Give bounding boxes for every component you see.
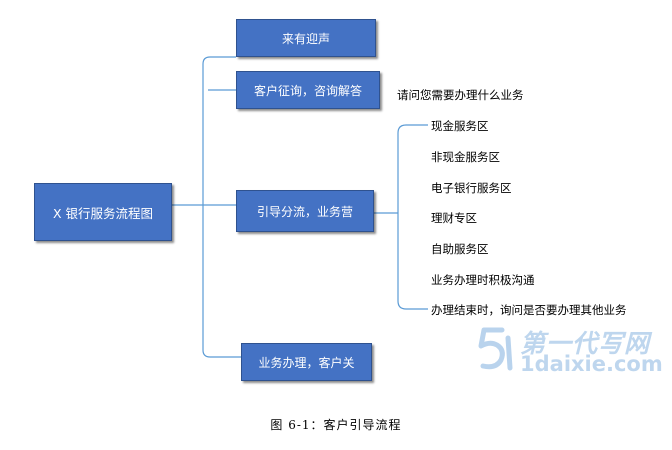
leaf-item: 理财专区 bbox=[431, 211, 477, 225]
watermark-logo-icon bbox=[478, 327, 513, 371]
branch-node-label: 业务办理，客户关 bbox=[258, 355, 355, 370]
figure-caption: 图 6-1：客户引导流程 bbox=[270, 418, 402, 432]
root-node: X 银行服务流程图 bbox=[34, 183, 172, 241]
watermark-url: 1daixie.com bbox=[520, 352, 663, 376]
leaf-item: 自助服务区 bbox=[431, 242, 489, 256]
consultation-note: 请问您需要办理什么业务 bbox=[397, 88, 524, 102]
leaf-item: 非现金服务区 bbox=[431, 150, 500, 164]
connector-root-branches bbox=[172, 56, 241, 358]
connector-branch-leaves bbox=[374, 124, 428, 310]
branch-node-consultation: 客户征询，咨询解答 bbox=[236, 71, 380, 109]
branch-node-welcome: 来有迎声 bbox=[236, 19, 376, 57]
leaf-item: 办理结束时，询问是否要办理其他业务 bbox=[431, 303, 627, 317]
branch-node-guidance: 引导分流，业务营 bbox=[236, 190, 374, 232]
branch-node-label: 来有迎声 bbox=[281, 31, 330, 46]
leaf-item: 电子银行服务区 bbox=[431, 181, 512, 195]
leaf-item: 现金服务区 bbox=[431, 119, 489, 133]
root-node-label: X 银行服务流程图 bbox=[52, 205, 154, 221]
branch-node-label: 引导分流，业务营 bbox=[256, 204, 353, 219]
leaf-item: 业务办理时积极沟通 bbox=[431, 273, 535, 287]
branch-node-label: 客户征询，咨询解答 bbox=[253, 83, 362, 98]
watermark: 第一代写网 1daixie.com bbox=[468, 322, 664, 378]
branch-node-processing: 业务办理，客户关 bbox=[241, 343, 372, 381]
watermark-text: 第一代写网 bbox=[520, 329, 651, 358]
